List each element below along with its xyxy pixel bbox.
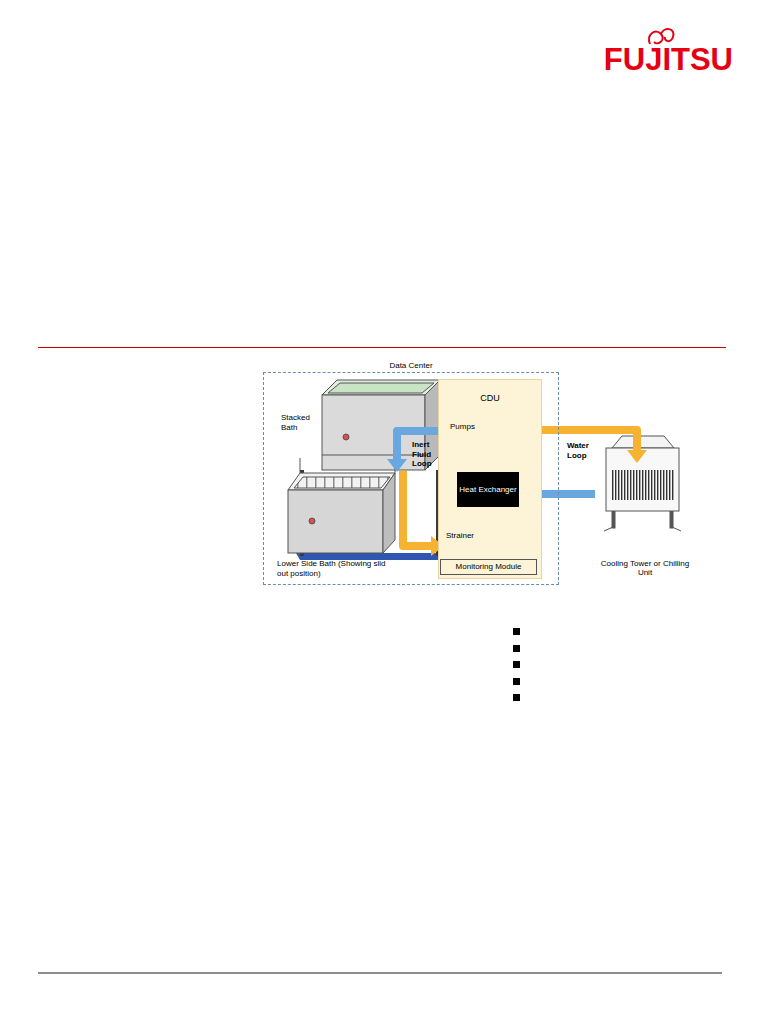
- node-label: Strainer: [446, 531, 474, 541]
- logo-text: FUJITSU: [604, 44, 733, 75]
- loop-label: Inert Fluid Loop: [412, 440, 440, 469]
- node-label: Lower Side Bath (Showing slid out positi…: [277, 559, 395, 578]
- bullet-squares: [513, 628, 520, 701]
- loop-label: Water Loop: [567, 441, 603, 460]
- cooling-tower-unit: Cooling Tower or Chilling Unit: [595, 462, 695, 580]
- strainer-unit: Strainer: [443, 531, 476, 553]
- logo-swirl: [649, 29, 673, 44]
- cdu-panel: CDU PumpsHeat ExchangerStrainerMonitoring…: [438, 379, 542, 579]
- monitoring-box: Monitoring Module: [440, 559, 537, 575]
- node-label: Cooling Tower or Chilling Unit: [595, 559, 695, 578]
- footer-rule: [38, 972, 722, 974]
- lower-bath-drawing: [288, 458, 395, 553]
- node-label: Monitoring Module: [441, 562, 536, 572]
- node-label: Pumps: [450, 422, 475, 432]
- node-label: Heat Exchanger: [457, 485, 519, 495]
- cooling-tower-drawing: [604, 436, 681, 531]
- flow-arrow: [403, 471, 431, 546]
- header-rule: [38, 347, 726, 348]
- bath-unit: Lower Side Bath (Showing slid out positi…: [287, 456, 394, 556]
- heat-exchanger-box: Heat Exchanger: [457, 472, 519, 507]
- node-label: Stacked Bath: [281, 413, 317, 432]
- node-label: Data Center: [264, 361, 558, 371]
- pump-group: Pumps: [448, 422, 492, 466]
- stacked-bath-drawing: [322, 380, 440, 470]
- data-center-region: Data CenterStacked BathLower Side Bath (…: [263, 372, 559, 585]
- node-label: CDU: [439, 393, 541, 404]
